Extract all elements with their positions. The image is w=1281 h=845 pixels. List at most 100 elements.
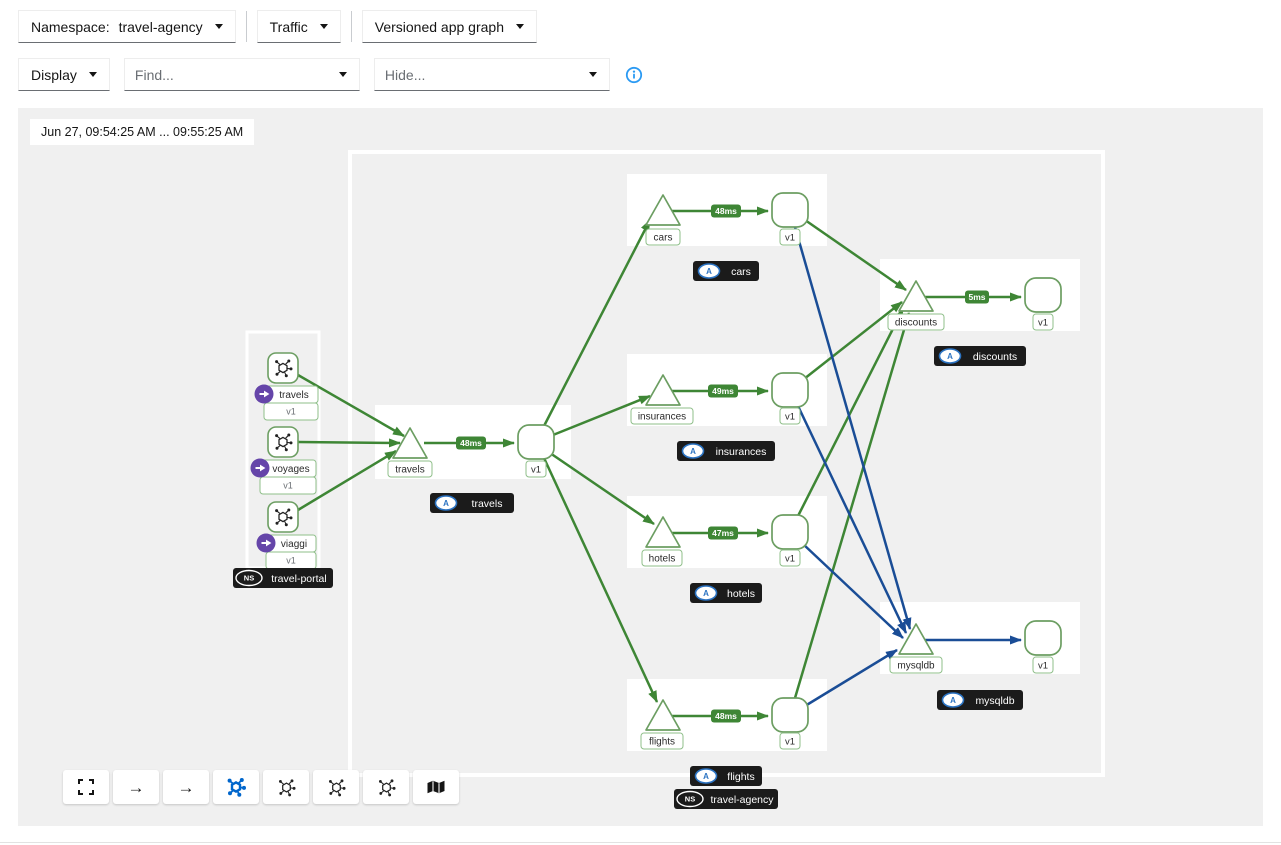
edge-flightsv1-to-mysqldb[interactable] [804,648,898,708]
svg-text:cars: cars [654,233,673,244]
svg-text:v1: v1 [785,554,795,565]
version-labels: v1 v1 v1 v1 v1 v1 v1 [525,228,1054,750]
chevron-down-icon [515,24,524,29]
find-input-group [123,58,360,91]
workload-node-discounts-v1[interactable] [1024,277,1062,313]
workload-node-travels[interactable] [267,352,299,384]
edge-carsv1-to-discounts[interactable] [804,218,907,292]
edge-travelsv1-to-flights[interactable] [542,457,659,703]
chevron-down-icon [339,72,348,77]
svg-text:cars: cars [731,266,751,278]
display-dropdown[interactable]: Display [18,58,110,91]
edge-latency-labels: 48ms 48ms 49ms 47ms 48ms 5ms [456,204,989,723]
graph-type-select[interactable]: Versioned app graph [361,10,537,43]
edge-travelsv1-to-cars[interactable] [542,219,652,427]
app-badge: A [703,589,709,598]
svg-text:travel-agency: travel-agency [710,794,774,806]
edge-viaggi-src-to-travels[interactable] [297,449,397,512]
chevron-down-icon [589,72,598,77]
svg-text:discounts: discounts [973,351,1017,363]
edge-travelsv1-to-hotels[interactable] [549,451,655,526]
svg-text:travel-portal: travel-portal [271,573,326,585]
traffic-source-badge [253,383,275,405]
workload-label-travels: travels v1 [253,383,319,421]
svg-text:travels: travels [395,465,424,476]
edge-insurancesv1-to-discounts[interactable] [803,301,903,380]
app-chip-mysqldb[interactable]: A mysqldb [937,690,1023,710]
svg-text:v1: v1 [1038,661,1048,672]
workload-node-viaggi[interactable] [267,501,299,533]
layout-button-3[interactable] [313,770,359,804]
traffic-source-badge [255,532,277,554]
layout-button-2[interactable] [263,770,309,804]
namespace-chip-travel-agency[interactable]: NS travel-agency [674,789,778,809]
workload-node-travels-v1[interactable] [517,424,555,460]
workload-node-voyages[interactable] [267,426,299,458]
app-chip-discounts[interactable]: A discounts [934,346,1026,366]
graph-layout-toolbar: → → [63,770,459,804]
edge-arrow-button-2[interactable]: → [163,770,209,804]
hide-options-button[interactable] [575,59,609,90]
traffic-select[interactable]: Traffic [256,10,341,43]
http-edges [297,206,1022,721]
edge-travelsv1-to-insurances[interactable] [552,394,651,437]
traffic-label: Traffic [269,18,308,35]
topology-icon [327,778,346,797]
edge-carsv1-to-mysqldb[interactable] [793,226,912,630]
hide-input[interactable] [374,59,575,90]
edge-hotelsv1-to-discounts[interactable] [796,308,905,517]
hide-input-group [373,58,610,91]
edge-travels-src-to-travels[interactable] [297,373,405,438]
graph-settings-toolbar: Namespace: travel-agency Traffic Version… [18,10,537,43]
namespace-chip-travel-portal[interactable]: NS travel-portal [233,568,333,588]
chevron-down-icon [214,24,223,29]
workload-node-mysqldb-v1[interactable] [1024,620,1062,656]
svg-text:discounts: discounts [895,318,937,329]
tcp-edges [793,226,1022,708]
namespace-select[interactable]: Namespace: travel-agency [18,10,236,43]
app-badge: A [703,772,709,781]
svg-text:v1: v1 [286,556,296,566]
svg-text:47ms: 47ms [712,528,734,538]
app-chip-insurances[interactable]: A insurances [677,441,775,461]
svg-text:5ms: 5ms [968,292,985,302]
legend-button[interactable] [413,770,459,804]
service-mesh-graph[interactable]: travels v1 voyages v1 viaggi v1 [18,108,1263,826]
display-label: Display [31,66,77,83]
page-bottom-divider [0,842,1281,843]
layout-button-default-active[interactable] [213,770,259,804]
find-hide-help-button[interactable] [625,66,643,84]
workload-node-flights-v1[interactable] [771,697,809,733]
arrow-right-icon: → [177,777,195,797]
workload-node-cars-v1[interactable] [771,192,809,228]
svg-text:v1: v1 [785,233,795,244]
app-chip-flights[interactable]: A flights [690,766,762,786]
svg-text:flights: flights [649,737,675,748]
svg-text:hotels: hotels [649,554,676,565]
app-badge: A [690,447,696,456]
app-chip-travels[interactable]: A travels [430,493,514,513]
find-options-button[interactable] [325,59,359,90]
topology-icon [277,778,296,797]
find-input[interactable] [124,59,325,90]
map-icon [427,780,445,794]
graph-filter-toolbar: Display [18,58,643,91]
traffic-source-badge [249,457,271,479]
app-chip-cars[interactable]: A cars [693,261,759,281]
workload-node-hotels-v1[interactable] [771,514,809,550]
edge-arrow-button-1[interactable]: → [113,770,159,804]
chevron-down-icon [319,24,328,29]
fit-to-screen-button[interactable] [63,770,109,804]
edge-insurancesv1-to-mysqldb[interactable] [796,405,908,634]
edge-voyages-src-to-travels[interactable] [297,438,401,448]
layout-button-4[interactable] [363,770,409,804]
graph-canvas[interactable]: Jun 27, 09:54:25 AM ... 09:55:25 AM [18,108,1263,826]
workload-node-insurances-v1[interactable] [771,372,809,408]
app-chip-hotels[interactable]: A hotels [690,583,762,603]
edge-flightsv1-to-discounts[interactable] [793,312,911,699]
svg-text:viaggi: viaggi [281,539,307,550]
svg-text:flights: flights [727,771,754,783]
arrow-right-icon: → [127,777,145,797]
info-icon [625,66,643,83]
edge-hotelsv1-to-mysqldb[interactable] [802,543,904,639]
